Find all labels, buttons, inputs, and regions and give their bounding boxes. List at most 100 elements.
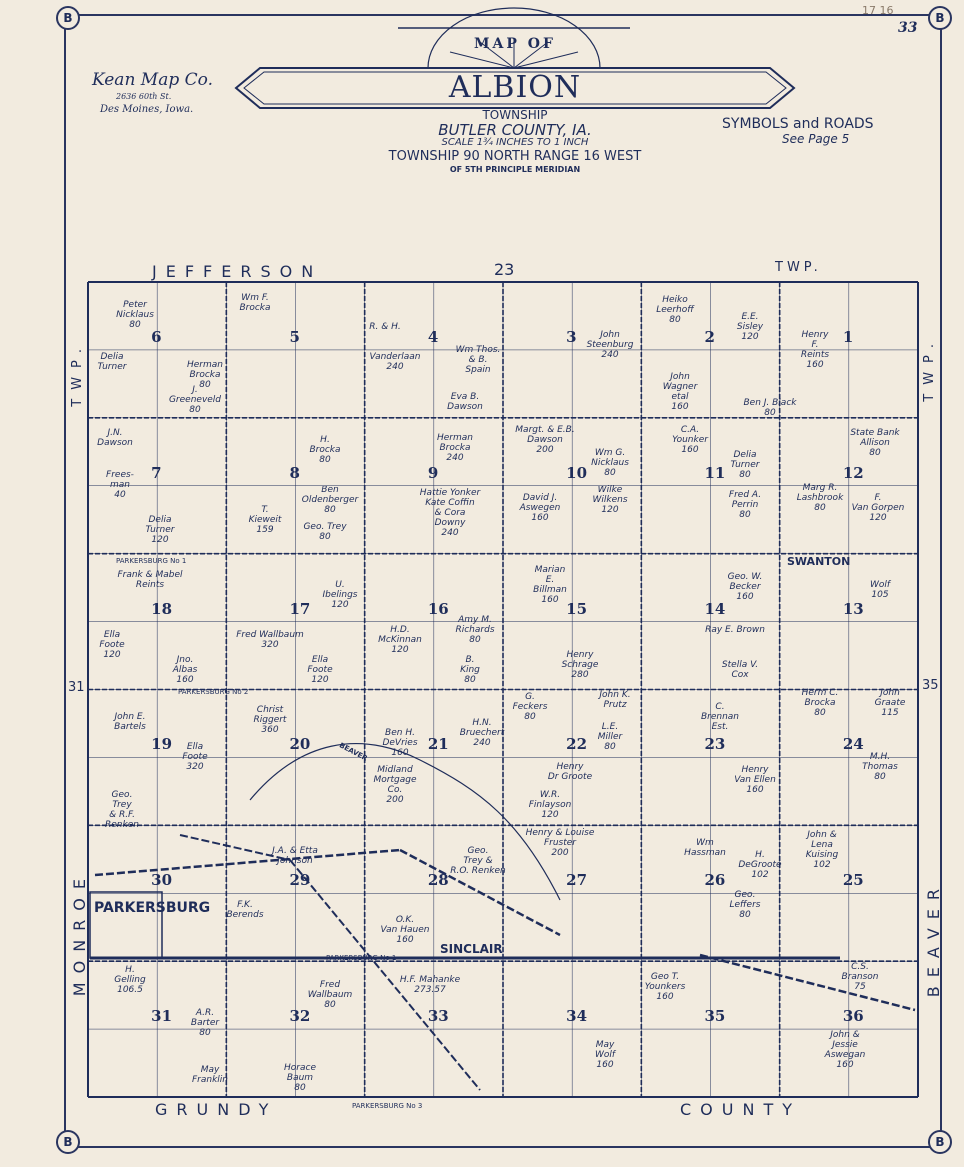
road-label: PARKERSBURG No 3 (352, 1102, 423, 1110)
landowner-label: Midland Mortgage Co. 200 (373, 765, 417, 805)
border-east-number: 35 (922, 678, 939, 693)
landowner-label: Delia Turner 120 (145, 515, 175, 545)
section-number: 19 (151, 735, 173, 754)
section-number: 25 (842, 871, 864, 890)
publisher-city: Des Moines, Iowa. (100, 104, 194, 115)
landowner-label: R. & H. (369, 322, 401, 332)
landowner-label: Ben H. DeVries 160 (382, 728, 418, 758)
section-number: 3 (566, 327, 577, 346)
section-number: 18 (151, 599, 173, 618)
section-number: 6 (151, 327, 162, 346)
border-west-number: 31 (68, 680, 85, 695)
landowner-label: H.F. Mahanke 273.57 (399, 975, 461, 995)
section-number: 28 (427, 871, 449, 890)
publisher-name: Kean Map Co. (92, 70, 213, 90)
railroad (94, 848, 401, 877)
railroad (699, 953, 916, 1012)
landowner-label: J.N. Dawson (97, 428, 133, 448)
landowner-label: Geo. Trey 80 (303, 522, 347, 542)
beaver-creek (249, 743, 561, 901)
section-number: 13 (842, 599, 864, 618)
title-banner (234, 7, 796, 109)
landowner-label: John & Jessie Aswegan 160 (824, 1030, 866, 1070)
symbols-label: SYMBOLS and ROADS (722, 116, 874, 132)
landowner-label: F.K. Berends (226, 900, 264, 920)
border-north-twp: TWP. (775, 260, 822, 275)
section-number: 36 (842, 1007, 864, 1026)
landowner-label: B. King 80 (460, 655, 480, 685)
section-number: 21 (427, 735, 449, 754)
section-number: 30 (151, 871, 173, 890)
landowner-label: Christ Riggert 360 (253, 705, 287, 735)
town-parkersburg: PARKERSBURG (94, 900, 211, 916)
landowner-label: Ben Oldenberger 80 (301, 485, 359, 515)
corner-mark: B (928, 6, 952, 30)
landowner-label: Wm G. Nicklaus 80 (591, 448, 629, 478)
section-number: 8 (289, 463, 300, 482)
border-north-number: 23 (494, 260, 515, 279)
header-range: TOWNSHIP 90 NORTH RANGE 16 WEST (388, 149, 642, 164)
landowner-label: Herm C. Brocka 80 (801, 688, 839, 718)
landowner-label: Henry Dr Groote (547, 762, 593, 782)
landowner-label: Fred Wallbaum 320 (236, 630, 304, 650)
landowner-label: Ben J. Black 80 (743, 398, 797, 418)
landowner-label: Ella Foote 120 (307, 655, 333, 685)
map-frame (64, 14, 942, 1148)
landowner-label: Herman Brocka 80 (187, 360, 223, 390)
landowner-label: H. Gelling 106.5 (114, 965, 146, 995)
landowner-label: John K. Prutz (599, 690, 631, 710)
section-number: 20 (289, 735, 311, 754)
landowner-label: Heiko Leerhoff 80 (656, 295, 694, 325)
landowner-label: Ella Foote 120 (99, 630, 125, 660)
landowner-label: Geo. Trey & R.O. Renken (450, 846, 506, 876)
header-scale: SCALE 1¾ INCHES TO 1 INCH (441, 137, 589, 148)
corner-mark: B (928, 1130, 952, 1154)
township-title: ALBION (448, 70, 582, 105)
landowner-label: Hattie Yonker Kate Coffin & Cora Downy 2… (419, 488, 481, 538)
road-label: PARKERSBURG No 2 (178, 688, 249, 696)
landowner-label: State Bank Allison 80 (850, 428, 900, 458)
landowner-label: J.A. & Etta Johnson (272, 846, 318, 866)
landowner-label: O.K. Van Hauen 160 (380, 915, 430, 945)
landowner-label: David J. Aswegen 160 (519, 493, 561, 523)
town-sinclair: SINCLAIR (440, 942, 503, 956)
road-label: PARKERSBURG No 1 (326, 954, 397, 962)
landowner-label: H. DeGroote 102 (738, 850, 782, 880)
corner-mark: B (56, 6, 80, 30)
landowner-label: C.A. Younker 160 (672, 425, 708, 455)
landowner-label: H.D. McKinnan 120 (378, 625, 422, 655)
landowner-label: John Graate 115 (874, 688, 906, 718)
landowner-label: Vanderlaan 240 (369, 352, 421, 372)
section-number: 33 (427, 1007, 449, 1026)
header-meridian: OF 5TH PRINCIPLE MERIDIAN (449, 165, 581, 174)
railroad (399, 848, 561, 937)
landowner-label: Amy M. Richards 80 (455, 615, 495, 645)
section-number: 31 (151, 1007, 173, 1026)
landowner-label: H. Brocka 80 (309, 435, 341, 465)
landowner-label: Wm Hassman (684, 838, 726, 858)
landowner-label: John Wagner etal 160 (662, 372, 698, 412)
landowner-label: T. Kieweit 159 (248, 505, 282, 535)
pencil-note: 17 16 (862, 4, 894, 17)
section-number: 10 (566, 463, 588, 482)
landowner-label: Delia Turner (97, 352, 127, 372)
section-number: 22 (566, 735, 588, 754)
page-number: 33 (898, 20, 918, 36)
landowner-label: Geo. Trey & R.F. Renken (105, 790, 139, 830)
landowner-label: Eva B. Dawson (447, 392, 483, 412)
landowner-label: John E. Bartels (114, 712, 146, 732)
landowner-label: Geo. W. Becker 160 (727, 572, 763, 602)
landowner-label: Henry & Louise Fruster 200 (525, 828, 595, 858)
landowner-label: John & Lena Kuising 102 (805, 830, 839, 870)
landowner-label: Horace Baum 80 (284, 1063, 316, 1093)
map-of-label: MAP OF (474, 36, 556, 52)
header-county: BUTLER COUNTY, IA. (438, 121, 592, 139)
landowner-label: Geo. Leffers 80 (729, 890, 761, 920)
section-number: 32 (289, 1007, 311, 1026)
railroad (179, 834, 291, 861)
road-label: PARKERSBURG No 1 (116, 557, 187, 565)
section-number: 4 (427, 327, 439, 346)
border-north-jefferson: JEFFERSON (152, 262, 323, 281)
landowner-label: Wolf 105 (869, 580, 891, 600)
